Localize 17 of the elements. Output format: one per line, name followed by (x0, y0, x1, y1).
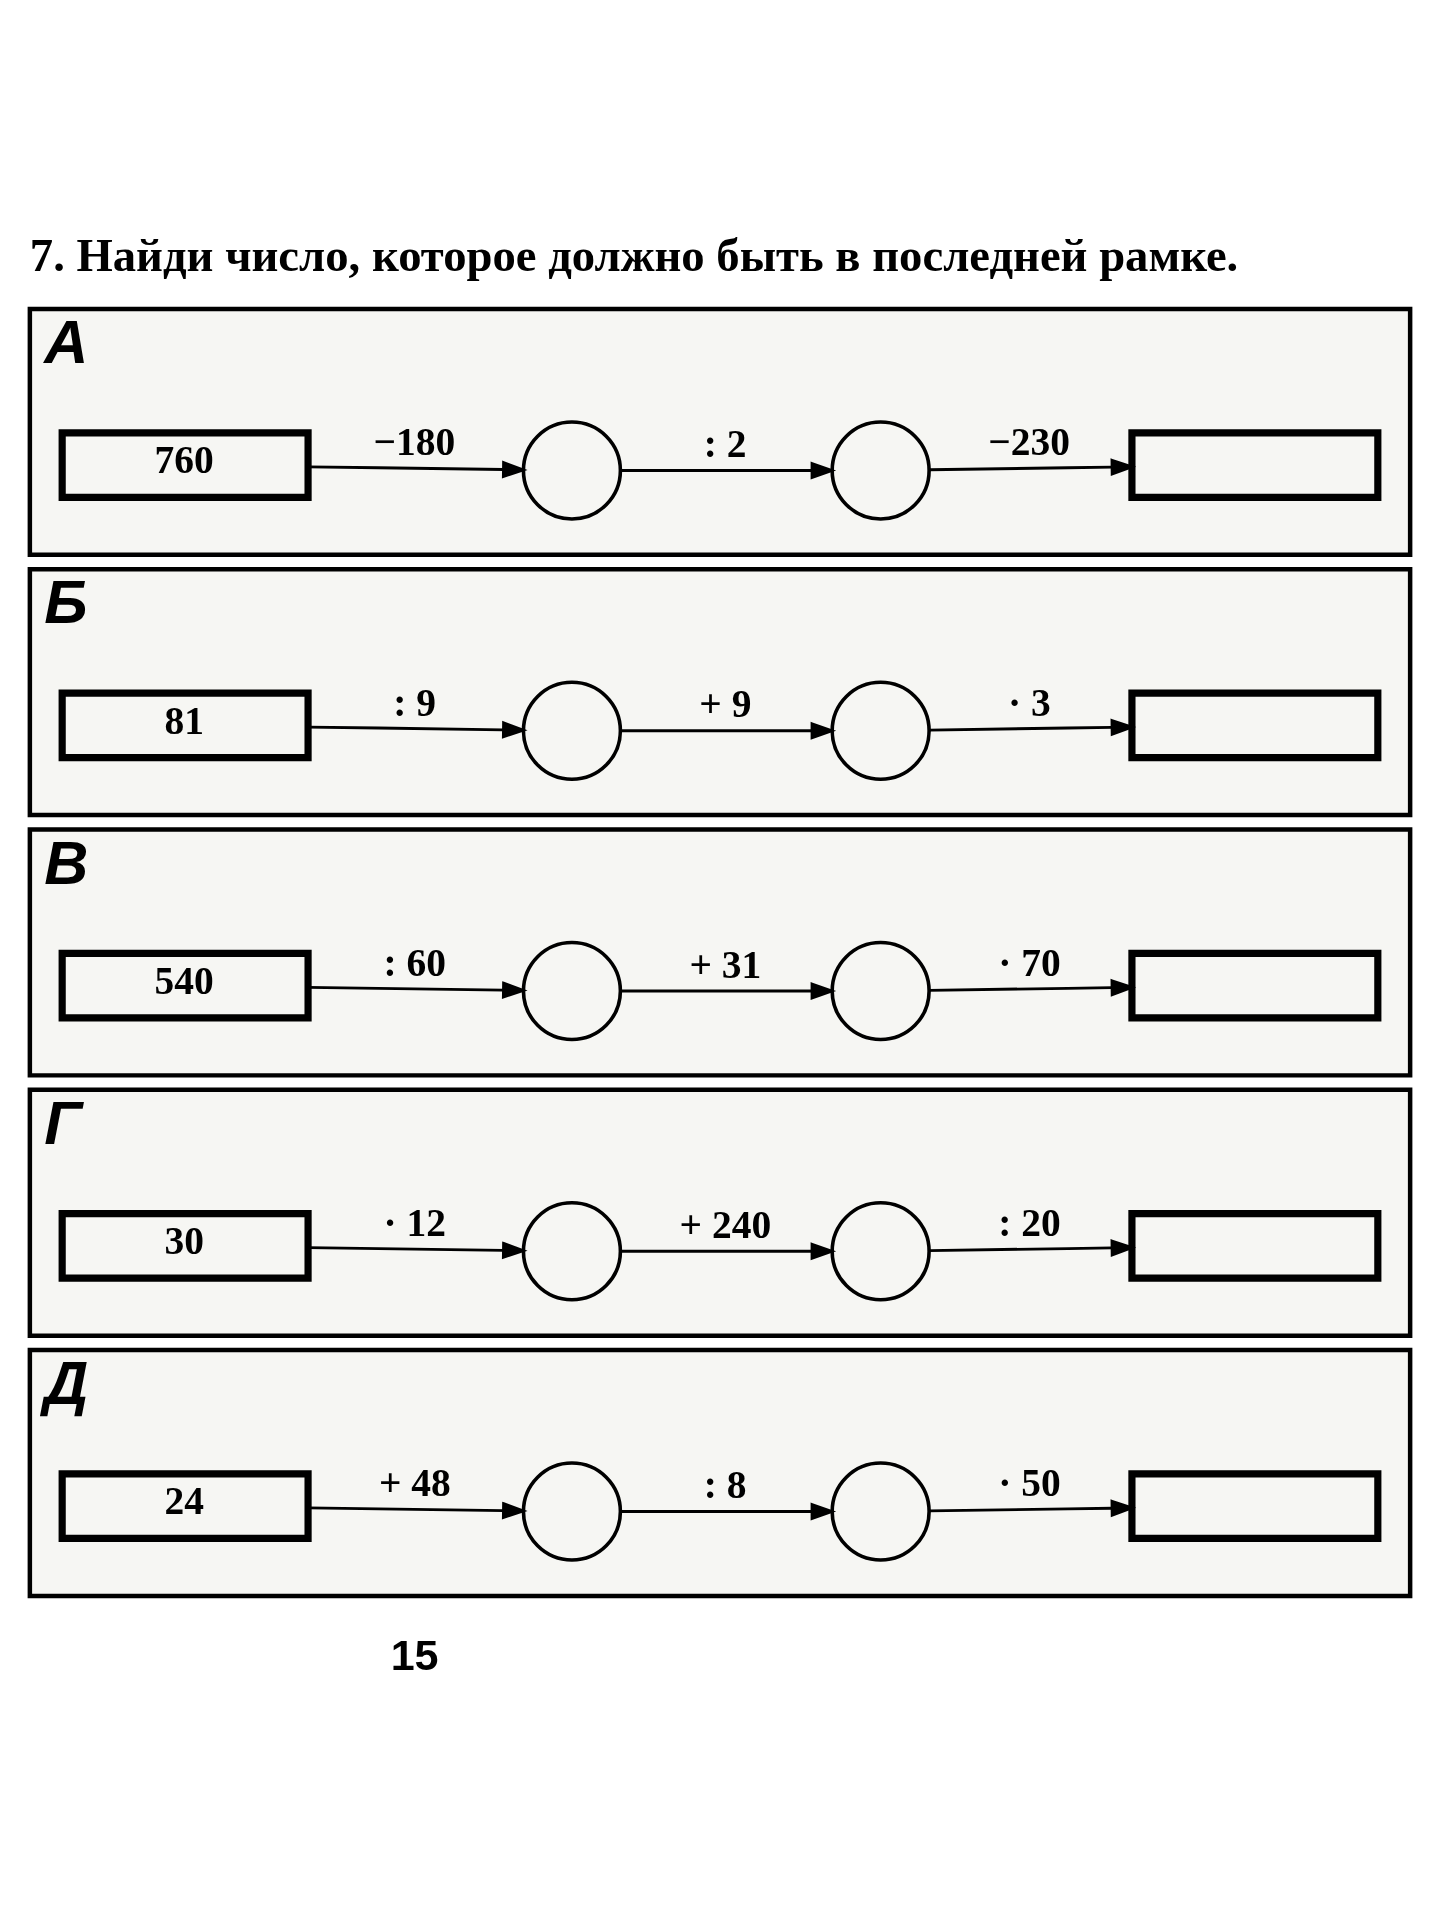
diagram-title: 7. Найди число, которое должно быть в последней рамке. (29, 228, 1239, 281)
edge-label: : 2 (703, 421, 747, 466)
edge-label: · 70 (998, 940, 1061, 985)
edge-label: : 8 (703, 1462, 747, 1507)
edge-label: : 20 (998, 1200, 1061, 1245)
label: 15 (390, 1630, 439, 1679)
edge-label: : 9 (393, 680, 437, 725)
edge-label: + 48 (378, 1460, 451, 1505)
edge-label: −230 (988, 419, 1071, 464)
edge-label: + 9 (699, 681, 752, 726)
edge-label: −180 (373, 419, 456, 464)
edge-label: : 60 (383, 940, 446, 985)
edge-label: + 240 (679, 1202, 772, 1247)
edge-label: · 12 (383, 1200, 446, 1245)
edge-label: · 50 (998, 1460, 1061, 1505)
edge-label: · 3 (1008, 680, 1051, 725)
edge-label: + 31 (689, 942, 762, 987)
